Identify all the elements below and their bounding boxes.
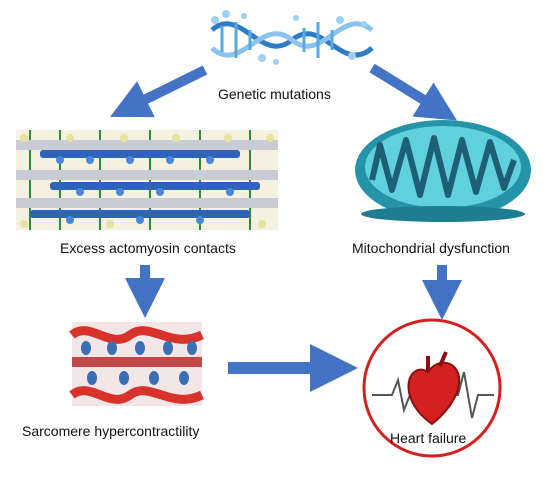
label-genetic-mutations: Genetic mutations (218, 86, 331, 102)
label-mitochondrial-dysfunction: Mitochondrial dysfunction (352, 240, 510, 256)
dna-icon (210, 10, 374, 65)
label-heart-failure: Heart failure (390, 430, 467, 446)
arrow-genetic-to-actomyosin (110, 65, 208, 118)
label-sarcomere-hypercontractility: Sarcomere hypercontractility (22, 423, 200, 439)
heart-icon (407, 361, 461, 426)
arrow-genetic-to-mito (369, 63, 458, 121)
heart-failure-badge (362, 318, 502, 458)
label-excess-actomyosin: Excess actomyosin contacts (60, 240, 236, 256)
actomyosin-image (16, 130, 278, 230)
mitochondrion-icon (355, 120, 531, 222)
sarcomere-image (69, 322, 204, 406)
